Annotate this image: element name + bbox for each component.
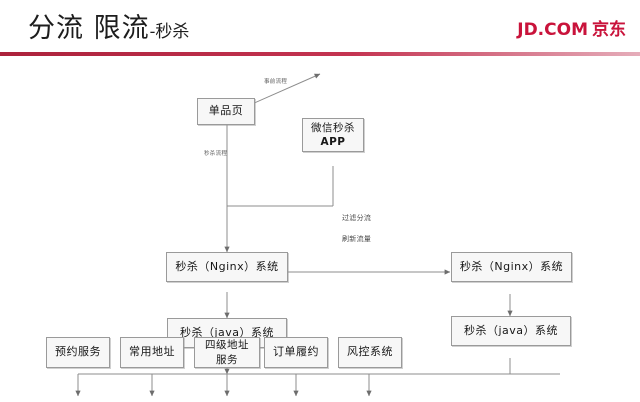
node-four-level-address-label1: 四级地址	[205, 339, 249, 352]
node-order-fulfillment[interactable]: 订单履约	[264, 337, 328, 368]
edge-label-filter-split-line2: 刷新流量	[342, 234, 372, 243]
wire-productpage-to-preflow	[251, 73, 321, 105]
page-title: 分流 限流-秒杀	[28, 6, 189, 45]
node-common-address-label: 常用地址	[129, 345, 175, 359]
edge-label-pre-flow: 事前流程	[264, 79, 288, 85]
node-reservation-service-label: 预约服务	[55, 345, 101, 359]
node-seckill-nginx-left[interactable]: 秒杀（Nginx）系统	[166, 252, 288, 282]
flowchart-canvas: 单品页 微信秒杀 APP 秒杀（Nginx）系统 秒杀（Nginx）系统 秒杀（…	[0, 56, 640, 402]
node-product-page[interactable]: 单品页	[197, 98, 255, 125]
node-wechat-seckill-app-label1: 微信秒杀	[311, 121, 355, 134]
node-four-level-address-label2: 服务	[216, 353, 238, 366]
node-four-level-address[interactable]: 四级地址 服务	[194, 337, 260, 368]
node-common-address[interactable]: 常用地址	[120, 337, 184, 368]
page-title-sub: -秒杀	[149, 22, 190, 42]
node-risk-control[interactable]: 风控系统	[338, 337, 402, 368]
flowchart-connectors	[75, 73, 560, 397]
node-wechat-seckill-app-label2: APP	[320, 136, 346, 148]
node-wechat-seckill-app[interactable]: 微信秒杀 APP	[302, 118, 364, 152]
header-divider	[0, 52, 640, 56]
page-title-main: 分流 限流	[28, 13, 150, 44]
node-product-page-label: 单品页	[208, 104, 244, 118]
jd-logo-cn: 京东	[592, 20, 626, 40]
node-risk-control-label: 风控系统	[347, 345, 393, 359]
edge-label-seckill-flow: 秒杀流程	[204, 151, 228, 157]
node-seckill-nginx-left-label: 秒杀（Nginx）系统	[175, 259, 279, 273]
node-seckill-java-right-label: 秒杀（java）系统	[463, 323, 559, 337]
jd-logo-latin: JD.COM	[517, 20, 588, 40]
node-seckill-java-right[interactable]: 秒杀（java）系统	[451, 316, 571, 346]
node-seckill-nginx-right-label: 秒杀（Nginx）系统	[459, 259, 564, 273]
node-reservation-service[interactable]: 预约服务	[46, 337, 110, 368]
node-seckill-java-left-label: 秒杀（java）系统	[179, 325, 275, 339]
edge-label-filter-split-line1: 过滤分流	[342, 213, 372, 222]
node-order-fulfillment-label: 订单履约	[273, 345, 319, 359]
node-seckill-nginx-right[interactable]: 秒杀（Nginx）系统	[451, 252, 572, 282]
edge-label-filter-split: 过滤分流 刷新流量	[342, 202, 371, 255]
